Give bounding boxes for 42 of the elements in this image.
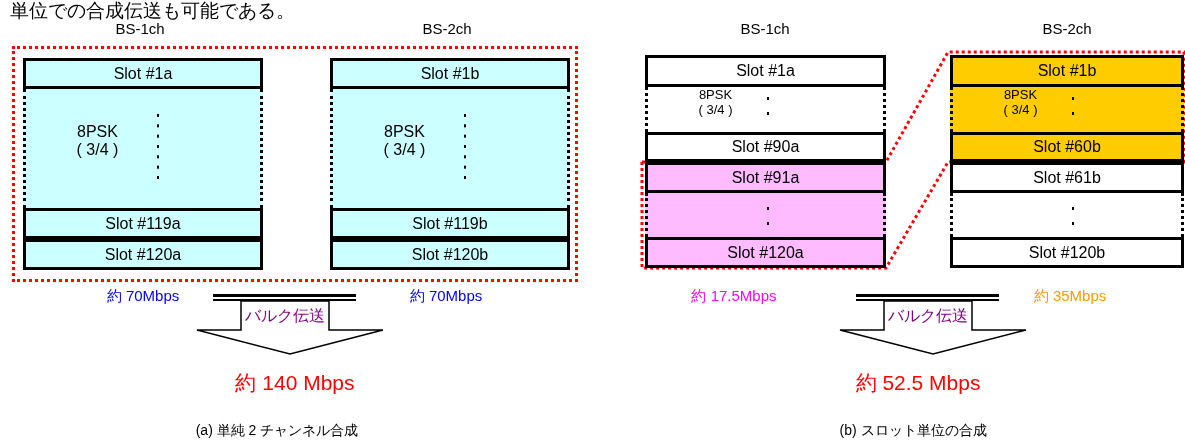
block-arrow [838, 292, 1028, 356]
rate-label: 約 70Mbps [106, 287, 180, 306]
block-arrow [195, 292, 385, 356]
modulation-text: 8PSK ( 3/4 ) [75, 123, 120, 159]
slot-box: Slot #120b [950, 237, 1184, 268]
slot-range-box [645, 87, 886, 132]
caption-text: (b) スロット単位の合成 [839, 422, 987, 440]
slot-box: Slot #61b [950, 162, 1184, 193]
channel-label: BS-1ch [115, 20, 165, 37]
slot-box: Slot #60b [950, 132, 1184, 162]
arrow-label: バルク伝送 [887, 306, 969, 326]
slot-range-box [330, 89, 570, 208]
rate-label: 約 35Mbps [1033, 287, 1107, 306]
modulation-text: 8PSK ( 3/4 ) [382, 123, 427, 159]
slot-range-box [645, 193, 886, 237]
slot-box: Slot #119b [330, 208, 570, 239]
slot-range-box [950, 87, 1184, 132]
slot-range-box [23, 89, 263, 208]
group-outline [12, 46, 578, 282]
rate-label: 約 17.5Mbps [691, 287, 777, 306]
slot-box: Slot #1a [645, 55, 886, 87]
heading-text: 単位での合成伝送も可能である。 [10, 0, 295, 23]
total-rate-label: 約 52.5 Mbps [855, 370, 981, 396]
channel-label: BS-2ch [1042, 20, 1092, 37]
slot-box: Slot #1a [23, 58, 263, 89]
rate-label: 約 70Mbps [409, 287, 483, 306]
channel-label: BS-1ch [740, 20, 790, 37]
arrow-label: バルク伝送 [244, 306, 326, 326]
slot-box: Slot #1b [950, 55, 1184, 87]
total-rate-label: 約 140 Mbps [235, 370, 355, 396]
slot-range-box [950, 193, 1184, 237]
channel-label: BS-2ch [422, 20, 472, 37]
modulation-text: 8PSK ( 3/4 ) [1002, 87, 1039, 117]
slot-box: Slot #1b [330, 58, 570, 89]
slot-box: Slot #120a [23, 239, 263, 270]
slot-box: Slot #119a [23, 208, 263, 239]
slot-box: Slot #90a [645, 132, 886, 162]
slot-box: Slot #120a [645, 237, 886, 268]
slot-box: Slot #120b [330, 239, 570, 270]
caption-text: (a) 単純 2 チャンネル合成 [195, 422, 359, 440]
modulation-text: 8PSK ( 3/4 ) [697, 87, 734, 117]
slot-box: Slot #91a [645, 162, 886, 193]
